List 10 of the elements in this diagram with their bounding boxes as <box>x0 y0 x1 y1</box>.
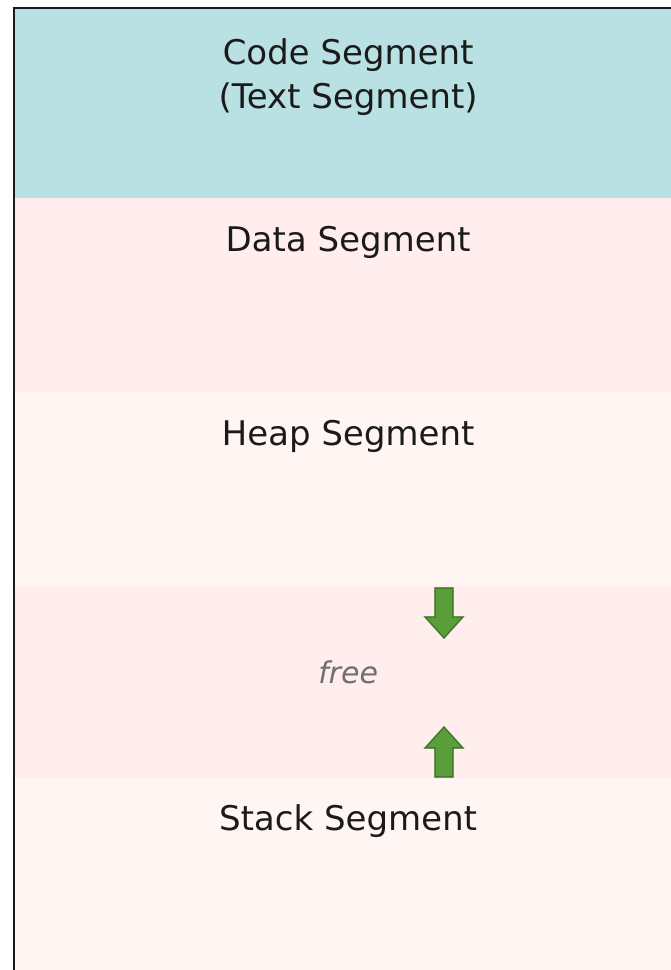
memory-segment <box>13 7 671 200</box>
free-space-label: free <box>318 655 378 693</box>
memory-segment <box>13 586 671 781</box>
memory-segment <box>13 392 671 588</box>
memory-segment <box>13 779 671 970</box>
memory-segment <box>13 198 671 394</box>
segment-label: Stack Segment <box>219 798 477 841</box>
segment-label: Data Segment <box>226 219 470 262</box>
segment-label: Heap Segment <box>222 413 474 456</box>
segment-label: Code Segment (Text Segment) <box>217 32 479 119</box>
